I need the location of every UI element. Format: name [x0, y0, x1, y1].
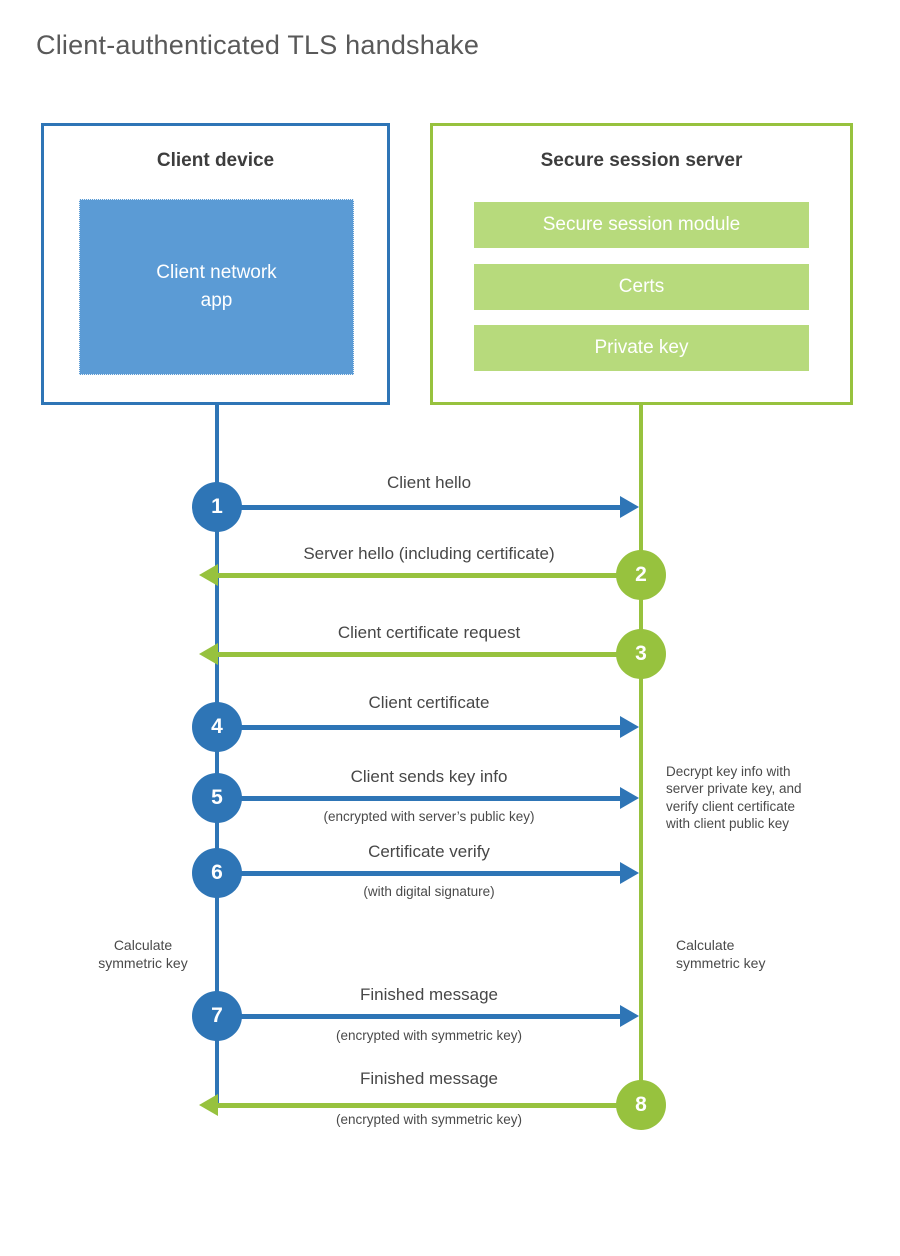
message-sublabel: (encrypted with symmetric key) [335, 1112, 523, 1127]
server-module-private-key: Private key [474, 325, 809, 371]
step-circle: 7 [192, 991, 242, 1041]
calculate-symmetric-key-note-server: Calculate symmetric key [676, 937, 766, 971]
page-title: Client-authenticated TLS handshake [36, 30, 480, 60]
message-label: Client certificate request [337, 623, 521, 642]
server-lifeline [639, 405, 643, 1117]
message-sublabel: (encrypted with symmetric key) [335, 1028, 523, 1043]
step-circle: 8 [616, 1080, 666, 1130]
arrow-line [217, 573, 620, 578]
arrow-line [217, 1103, 620, 1108]
arrow-line [220, 796, 622, 801]
arrow-line [220, 725, 622, 730]
arrow-line [220, 505, 622, 510]
step-circle: 2 [616, 550, 666, 600]
arrow-line [217, 652, 620, 657]
step-circle: 4 [192, 702, 242, 752]
calculate-symmetric-key-note-client: Calculate symmetric key [98, 937, 188, 971]
client-device-box: Client device Client network app [41, 123, 390, 405]
arrow-left-icon [199, 643, 218, 665]
arrow-right-icon [620, 716, 639, 738]
message-sublabel: (encrypted with server’s public key) [323, 809, 535, 824]
arrow-line [220, 871, 622, 876]
step-circle: 5 [192, 773, 242, 823]
step-circle: 1 [192, 482, 242, 532]
client-device-title: Client device [156, 150, 275, 171]
step-circle: 6 [192, 848, 242, 898]
message-label: Server hello (including certificate) [303, 544, 555, 563]
arrow-line [220, 1014, 622, 1019]
arrow-right-icon [620, 1005, 639, 1027]
message-label: Client certificate [368, 693, 490, 712]
step-circle: 3 [616, 629, 666, 679]
arrow-right-icon [620, 787, 639, 809]
client-lifeline [215, 405, 219, 1107]
arrow-left-icon [199, 1094, 218, 1116]
message-sublabel: (with digital signature) [363, 884, 495, 899]
message-label: Client sends key info [350, 767, 508, 786]
arrow-left-icon [199, 564, 218, 586]
server-module-certs: Certs [474, 264, 809, 310]
secure-session-server-title: Secure session server [540, 150, 743, 171]
server-module-secure-session-module: Secure session module [474, 202, 809, 248]
arrow-right-icon [620, 862, 639, 884]
message-label: Finished message [360, 1069, 498, 1088]
message-label: Client hello [386, 473, 472, 492]
message-label: Certificate verify [368, 842, 490, 861]
decrypt-key-note: Decrypt key info with server private key… [666, 764, 802, 831]
client-network-app-box: Client network app [79, 199, 354, 375]
arrow-right-icon [620, 496, 639, 518]
message-label: Finished message [360, 985, 498, 1004]
secure-session-server-box: Secure session server Secure session mod… [430, 123, 853, 405]
